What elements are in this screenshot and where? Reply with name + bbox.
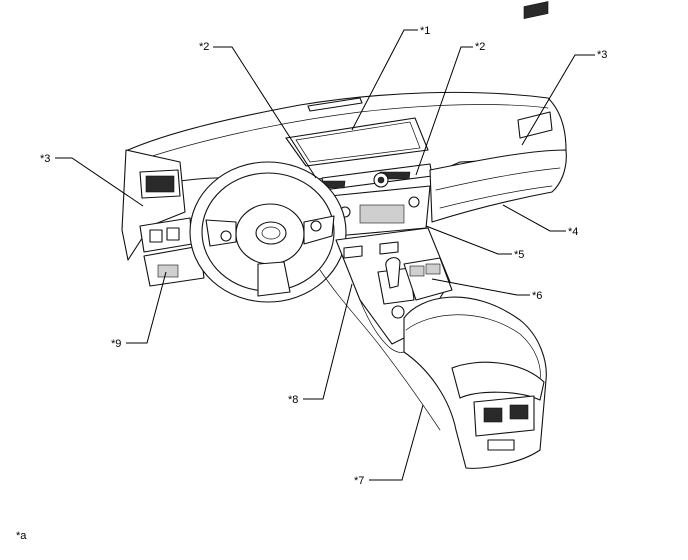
- leader-line-5: [425, 225, 512, 255]
- leader-line-6: [431, 278, 530, 296]
- dashboard-drawing: [121, 1, 567, 469]
- callout-8: *8: [288, 394, 298, 406]
- leader-line-3-right: [521, 54, 595, 146]
- leader-line-7: [369, 404, 424, 481]
- center-display: [285, 117, 429, 167]
- leader-lines: [55, 29, 595, 481]
- leader-line-8: [303, 283, 353, 400]
- rear-vents: [473, 395, 535, 451]
- callout-1: *1: [420, 25, 430, 37]
- shift-lever: [377, 257, 415, 319]
- instrument-panel-right-lower: [429, 149, 567, 223]
- callout-3-left: *3: [40, 153, 50, 165]
- callout-9: *9: [111, 338, 121, 350]
- leader-line-4: [502, 204, 566, 232]
- leader-line-2a: [213, 46, 317, 179]
- callout-3-right: *3: [597, 49, 607, 61]
- steering-wheel: [189, 161, 347, 303]
- callout-7: *7: [354, 475, 364, 487]
- callout-4: *4: [568, 226, 578, 238]
- callout-5: *5: [514, 249, 524, 261]
- leader-line-2b: [415, 46, 473, 176]
- callout-6: *6: [532, 290, 542, 302]
- callout-labels: *1 *2 *2 *3 *3 *4 *5 *6 *7 *8 *9 *a: [16, 25, 607, 542]
- leader-line-9: [126, 271, 167, 344]
- legend-marker: *a: [16, 530, 27, 542]
- leader-line-3-left: [55, 157, 144, 207]
- leader-line-1: [351, 29, 418, 131]
- callout-2a: *2: [199, 41, 209, 53]
- callout-2b: *2: [475, 41, 485, 53]
